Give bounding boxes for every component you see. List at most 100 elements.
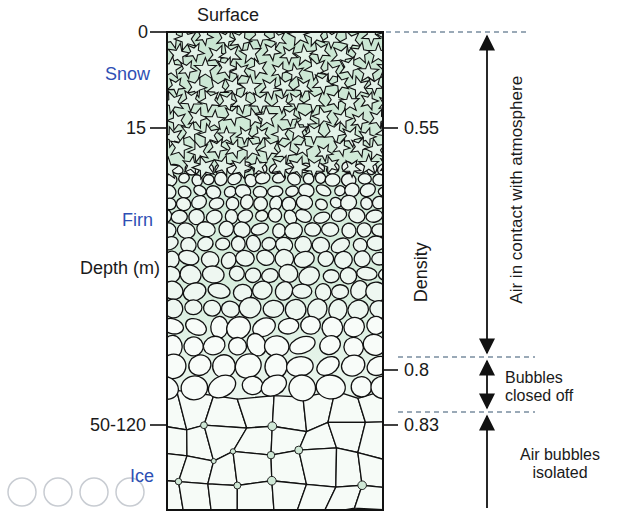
firn-grain: [287, 333, 317, 357]
zone-arrows: [486, 36, 488, 508]
depth-value: 50-120: [90, 415, 146, 436]
ice-grain: [271, 426, 307, 455]
firn-grain: [341, 222, 358, 239]
firn-grain: [202, 299, 221, 317]
snow-crystal: [376, 123, 383, 143]
firn-grain: [284, 298, 307, 320]
firn-grain: [167, 223, 176, 239]
firn-grain: [285, 371, 319, 404]
snow-crystal: [358, 62, 379, 82]
snow-crystal: [288, 93, 305, 110]
firn-grain: [316, 249, 337, 269]
firn-grain: [170, 209, 188, 224]
snow-crystal: [239, 75, 261, 97]
player-controls: [8, 478, 144, 506]
firn-grain: [300, 315, 321, 335]
snow-crystal: [272, 125, 289, 143]
snow-crystal: [199, 90, 221, 112]
firn-grain: [371, 252, 383, 266]
firn-grain: [365, 315, 383, 336]
firn-grain: [358, 174, 371, 184]
zone-note: Air bubbles isolated: [504, 446, 616, 483]
zone-label: Ice: [130, 466, 154, 487]
snow-crystal: [240, 138, 260, 159]
firn-grain: [294, 207, 314, 225]
snow-crystal: [366, 78, 383, 95]
firn-grain: [329, 206, 348, 223]
firn-grain: [258, 371, 290, 400]
snow-crystal: [322, 156, 339, 173]
snow-crystal: [198, 124, 220, 146]
snow-crystal: [287, 121, 307, 141]
firn-grain: [367, 236, 383, 251]
air-bubble: [201, 422, 208, 429]
firn-grain: [196, 235, 216, 253]
snow-crystal: [167, 157, 179, 178]
firn-grain: [208, 196, 225, 210]
firn-grain: [217, 219, 236, 239]
snow-crystal: [171, 136, 192, 158]
firn-grain: [177, 248, 200, 267]
snow-crystal: [224, 106, 244, 126]
depth-ticks: [150, 32, 398, 425]
axis-label: Depth (m): [80, 258, 160, 279]
snow-crystal: [295, 139, 313, 157]
firn-grain: [231, 236, 246, 252]
firn-grain: [180, 374, 209, 401]
air-bubble: [230, 449, 235, 454]
grain-pattern: [167, 32, 383, 510]
firn-grain: [267, 186, 283, 198]
density-value: 0.55: [404, 118, 439, 139]
firn-grain: [315, 373, 347, 400]
firn-grain: [360, 331, 383, 359]
snow-crystal: [214, 155, 234, 175]
snow-crystal: [179, 61, 197, 79]
firn-grain: [245, 234, 262, 253]
firn-grain: [295, 194, 314, 211]
ice-grain: [354, 485, 383, 510]
firn-grain: [304, 223, 320, 237]
air-bubble: [234, 482, 241, 489]
snow-crystal: [304, 32, 326, 46]
ice-grain: [237, 396, 274, 428]
depth-value: 15: [126, 118, 146, 139]
air-bubble: [295, 446, 303, 454]
snow-crystal: [286, 64, 303, 82]
surface-label: Surface: [197, 5, 259, 26]
firn-grain: [167, 234, 180, 252]
firn-grain: [341, 314, 367, 340]
snow-crystal: [256, 106, 278, 127]
ice-grain: [233, 426, 272, 455]
snow-crystal: [304, 58, 326, 80]
snow-crystal: [232, 157, 253, 178]
snow-crystal: [230, 62, 249, 81]
firn-grain: [227, 336, 247, 356]
snow-crystal: [310, 43, 330, 62]
firn-grain: [189, 193, 208, 211]
snow-crystal: [304, 159, 324, 178]
firn-grain: [167, 296, 186, 322]
firn-grain: [325, 173, 341, 186]
firn-grain: [370, 194, 383, 211]
firn-grain: [314, 183, 332, 198]
snow-crystal: [332, 75, 349, 92]
snow-crystal: [340, 57, 361, 79]
snow-crystal: [240, 42, 261, 63]
firn-grain: [254, 248, 276, 268]
snow-crystal: [340, 92, 360, 111]
firn-grain: [207, 281, 232, 300]
firn-grain: [239, 194, 254, 210]
snow-crystal: [304, 124, 324, 144]
firn-grain: [356, 266, 378, 281]
firn-grain: [215, 237, 231, 250]
firn-grain: [201, 265, 225, 285]
snow-crystal: [182, 122, 202, 142]
density-value: 0.8: [404, 360, 429, 381]
firn-grain: [242, 376, 264, 396]
firn-grain: [277, 317, 299, 335]
ice-grain: [299, 448, 337, 487]
zone-note: Air in contact with atmosphere: [507, 76, 527, 304]
snow-crystal: [249, 157, 267, 175]
firn-grain: [185, 300, 202, 315]
air-bubble: [267, 476, 276, 485]
